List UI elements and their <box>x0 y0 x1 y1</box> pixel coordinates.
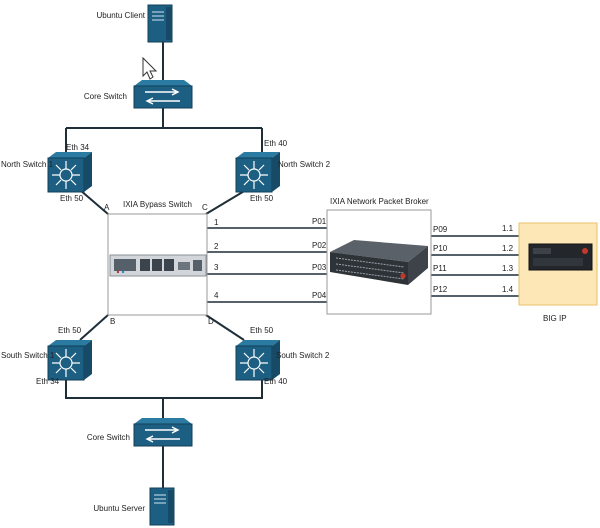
bypass-port-c-label: C <box>202 203 208 212</box>
link-ns1-bypass-a <box>79 189 109 215</box>
big-ip-device-icon <box>528 243 593 271</box>
core-switch-top-label: Core Switch <box>84 92 127 101</box>
link-core-north <box>65 108 263 152</box>
bigip-13-label: 1.3 <box>502 264 514 273</box>
ubuntu-server-label: Ubuntu Server <box>93 504 145 513</box>
packet-broker-label: IXIA Network Packet Broker <box>330 197 429 206</box>
ss2-eth50-label: Eth 50 <box>250 326 274 335</box>
north-switch-1-label: North Switch 1 <box>1 160 54 169</box>
npb-p02-label: P02 <box>312 241 327 250</box>
bypass-port-d-label: D <box>208 317 214 326</box>
bigip-14-label: 1.4 <box>502 285 514 294</box>
link-bypass-d-ss2 <box>205 314 245 341</box>
npb-p04-label: P04 <box>312 291 327 300</box>
ubuntu-client-icon[interactable] <box>147 4 173 43</box>
ss1-eth34-label: Eth 34 <box>36 377 60 386</box>
big-ip-label: BIG IP <box>543 314 567 323</box>
ns2-eth40-label: Eth 40 <box>264 139 288 148</box>
ss1-eth50-label: Eth 50 <box>58 326 82 335</box>
ns2-eth50-label: Eth 50 <box>250 194 274 203</box>
core-switch-bottom-icon[interactable] <box>133 418 193 447</box>
packet-broker-device-icon <box>330 240 428 285</box>
npb-p10-label: P10 <box>433 244 448 253</box>
npb-p11-label: P11 <box>433 264 447 273</box>
ubuntu-client-label: Ubuntu Client <box>97 11 146 20</box>
bypass-port-b-label: B <box>110 317 115 326</box>
south-switch-2-label: South Switch 2 <box>276 351 330 360</box>
north-switch-2-label: North Switch 2 <box>278 160 331 169</box>
npb-p12-label: P12 <box>433 285 448 294</box>
link-ns2-bypass-c <box>205 189 247 215</box>
link-south-core <box>65 378 263 418</box>
npb-p01-label: P01 <box>312 217 327 226</box>
ss2-eth40-label: Eth 40 <box>264 377 288 386</box>
bypass-switch-label: IXIA Bypass Switch <box>123 200 192 209</box>
npb-p03-label: P03 <box>312 263 327 272</box>
core-switch-bottom-label: Core Switch <box>87 433 130 442</box>
south-switch-1-label: South Switch 1 <box>1 351 55 360</box>
bypass-port-2-label: 2 <box>214 242 219 251</box>
link-bypass-b-ss1 <box>79 314 109 341</box>
bigip-12-label: 1.2 <box>502 244 514 253</box>
south-switch-1-icon[interactable] <box>47 340 92 381</box>
ns1-eth50-label: Eth 50 <box>60 194 84 203</box>
south-switch-2-icon[interactable] <box>235 340 280 381</box>
ubuntu-server-icon[interactable] <box>149 487 175 526</box>
bypass-switch-device-icon <box>109 254 207 277</box>
north-switch-2-icon[interactable] <box>235 152 280 193</box>
bigip-11-label: 1.1 <box>502 224 514 233</box>
connections <box>65 42 519 488</box>
ns1-eth34-label: Eth 34 <box>66 143 90 152</box>
bypass-port-a-label: A <box>104 203 110 212</box>
npb-p09-label: P09 <box>433 225 448 234</box>
bypass-port-3-label: 3 <box>214 263 219 272</box>
mouse-cursor-icon <box>142 56 158 80</box>
bypass-port-4-label: 4 <box>214 291 219 300</box>
bypass-port-1-label: 1 <box>214 218 219 227</box>
north-switch-1-icon[interactable] <box>47 152 92 193</box>
core-switch-top-icon[interactable] <box>133 80 193 109</box>
